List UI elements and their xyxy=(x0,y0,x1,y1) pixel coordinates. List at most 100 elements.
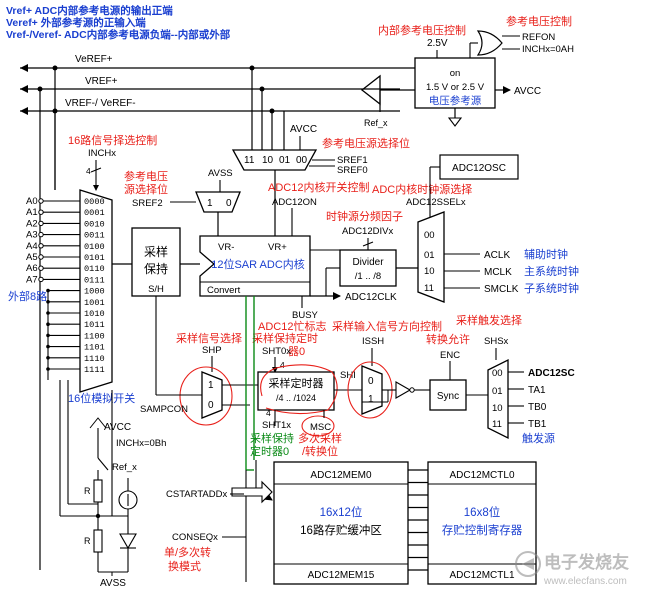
issh-one: 1 xyxy=(368,394,374,405)
clk-src-smclk: SMCLK xyxy=(484,284,519,295)
ref-select-note: 参考电压源选择位 xyxy=(322,136,410,150)
internal-ref-note: 内部参考电压控制 xyxy=(378,23,466,37)
enc-label: ENC xyxy=(440,350,460,361)
vr-minus-label: VR- xyxy=(218,242,234,253)
mux-code-0011: 0011 xyxy=(84,231,105,241)
issh-label: ISSH xyxy=(362,336,384,347)
clk-code-00: 00 xyxy=(424,230,435,241)
msc-note2: /转换位 xyxy=(302,444,338,458)
timer1-note1: 采样保持 xyxy=(250,431,294,445)
channel-a1: A1 xyxy=(26,207,38,218)
v25-label: 2.5V xyxy=(427,38,448,49)
header-line1: Vref+ ADC内部参考电源的输出正端 xyxy=(6,4,173,17)
channel-a3: A3 xyxy=(26,230,38,241)
cstartadd-label: CSTARTADDx xyxy=(166,489,227,500)
bus4b-label: 4 xyxy=(266,408,271,418)
watermark: 电子发烧友 www.elecfans.com xyxy=(515,551,629,587)
inchx-bus-width: 4 xyxy=(86,166,91,176)
conseq-label: CONSEQx xyxy=(172,532,218,543)
mux-code-0000: 0000 xyxy=(84,197,105,207)
mux-code-1011: 1011 xyxy=(84,320,105,330)
mux-code-1111: 1111 xyxy=(84,365,105,375)
clk-desc-sub: 子系统时钟 xyxy=(524,281,579,295)
voltage-reference-box xyxy=(414,57,496,109)
trig-code-11: 11 xyxy=(492,419,502,430)
header-line2: Veref+ 外部参考源的正输入端 xyxy=(6,16,146,29)
sref1-label: SREF1 xyxy=(337,155,368,166)
watermark-url: www.elecfans.com xyxy=(543,576,627,587)
msc-label: MSC xyxy=(310,422,331,433)
mux-code-1001: 1001 xyxy=(84,298,105,308)
sht1x-label: SHT1x xyxy=(262,420,291,431)
rail-vref-minus: VREF-/ VeREF- xyxy=(65,98,136,109)
ref-on-label: on xyxy=(450,68,461,79)
sync-label: Sync xyxy=(437,391,459,402)
trig-src-adc12sc: ADC12SC xyxy=(528,368,575,379)
channel-a2: A2 xyxy=(26,218,38,229)
issh-mux xyxy=(361,365,383,415)
msc-red-circle xyxy=(301,415,335,437)
clk-desc-aux: 辅助时钟 xyxy=(524,247,568,261)
trigger-mux xyxy=(487,358,509,440)
divider-box xyxy=(339,249,397,287)
clk-code-11: 11 xyxy=(424,283,434,294)
trig-src-ta1: TA1 xyxy=(528,385,546,396)
sample-timer-box xyxy=(257,371,335,411)
mux-code-1000: 1000 xyxy=(84,287,105,297)
ref-mux-code-01: 01 xyxy=(279,155,291,166)
sref2-mux xyxy=(195,191,241,213)
ref-ground-icon xyxy=(447,117,463,127)
trig-src-note: 触发源 xyxy=(522,431,555,445)
sref2-avss-label: AVSS xyxy=(208,168,233,179)
adc-core-box xyxy=(199,235,311,297)
sref2-one: 1 xyxy=(207,198,213,209)
mux-code-1101: 1101 xyxy=(84,343,105,353)
mem15-label: ADC12MEM15 xyxy=(308,570,375,581)
shp-note: 采样信号选择 xyxy=(176,331,242,345)
trig-code-10: 10 xyxy=(492,403,503,414)
mux-code-0101: 0101 xyxy=(84,253,105,263)
mux-code-1110: 1110 xyxy=(84,354,105,364)
trig-code-01: 01 xyxy=(492,386,503,397)
timer-note2: 器0 xyxy=(288,345,305,358)
shp-zero: 0 xyxy=(208,400,214,411)
sync-box xyxy=(429,379,467,411)
bus4a-label: 4 xyxy=(280,360,285,370)
input-mux-note: 16路信号择选控制 xyxy=(68,133,157,147)
resistor-1 xyxy=(93,479,103,503)
inchx-0bh-label: INCHx=0Bh xyxy=(116,438,166,449)
mux-code-0110: 0110 xyxy=(84,264,105,274)
shi-label: SHI xyxy=(340,370,356,381)
mux-code-1010: 1010 xyxy=(84,309,105,319)
sht0x-label: SHT0x xyxy=(262,346,291,357)
sref2-label: SREF2 xyxy=(132,198,163,209)
clk-src-mclk: MCLK xyxy=(484,267,512,278)
adc12osc-label: ADC12OSC xyxy=(452,163,506,174)
timer1-note2: 定时器0 xyxy=(250,444,289,458)
rail-veref-plus: VeREF+ xyxy=(75,54,113,65)
external-8-label: 外部8路 xyxy=(8,289,47,303)
ref-mux-code-10: 10 xyxy=(262,155,274,166)
shp-mux xyxy=(201,371,223,419)
ref-range-label: 1.5 V or 2.5 V xyxy=(426,82,485,93)
shp-label: SHP xyxy=(202,345,222,356)
mctl-line1: 16x8位 xyxy=(464,505,500,519)
channel-a6: A6 xyxy=(26,263,38,274)
sref2-zero: 0 xyxy=(226,198,232,209)
timer-red-circle xyxy=(260,364,338,415)
mode-note2: 换模式 xyxy=(168,559,201,573)
divider-note: 时钟源分频因子 xyxy=(326,209,403,223)
mux-code-0010: 0010 xyxy=(84,219,105,229)
ref-control-note: 参考电压控制 xyxy=(506,14,572,28)
sample-timer-title: 采样定时器 xyxy=(269,376,324,390)
analog-switch-note: 16位模拟开关 xyxy=(68,391,135,405)
data-bus-arrow xyxy=(231,480,273,504)
ref-x-label: Ref_x xyxy=(364,118,388,128)
sref0-label: SREF0 xyxy=(337,165,368,176)
channel-a5: A5 xyxy=(26,252,38,263)
allow-note: 转换允许 xyxy=(426,332,470,346)
sh-label2: 保持 xyxy=(144,261,168,276)
watermark-logo-icon xyxy=(515,551,541,577)
bl-avcc-label: AVCC xyxy=(104,422,131,433)
